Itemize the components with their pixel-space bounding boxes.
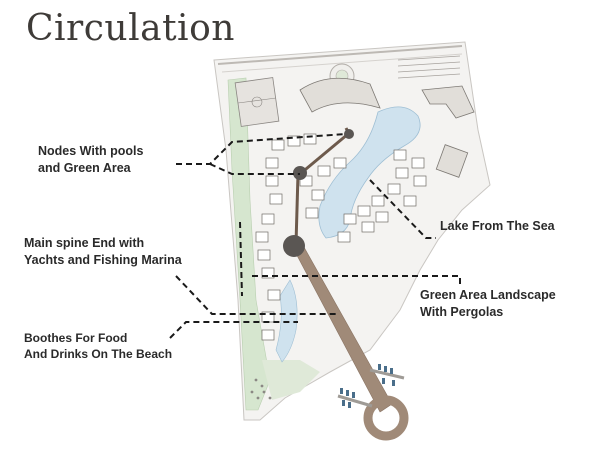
label-lake-line-1: Lake From The Sea [440, 219, 555, 233]
east-building [435, 144, 469, 178]
spine-branch-2 [299, 132, 349, 176]
green-patch-south [262, 360, 320, 400]
top-road [217, 45, 463, 65]
leader-spine [175, 275, 336, 315]
beach-booths [250, 378, 272, 400]
node-north [344, 129, 354, 139]
ne-building [421, 85, 475, 119]
pier-west [337, 394, 373, 408]
label-nodes-line-1: Nodes With pools [38, 144, 144, 158]
sports-field [234, 77, 280, 127]
leader-nodes-a [176, 133, 347, 165]
label-green: Green Area Landscape With Pergolas [420, 287, 556, 321]
top-road-inner [221, 53, 463, 73]
node-spine-end [283, 235, 305, 257]
label-booths-line-2: And Drinks On The Beach [24, 347, 173, 361]
leader-lines [169, 133, 461, 339]
marina-ring [363, 395, 409, 441]
leader-nodes-b [209, 163, 300, 175]
entrance-building [299, 77, 381, 113]
leader-green [252, 275, 461, 286]
leader-booths [169, 321, 298, 339]
label-lake: Lake From The Sea [440, 218, 555, 235]
spine-branch-1 [294, 173, 300, 245]
label-green-line-2: With Pergolas [420, 305, 504, 319]
villas-east [337, 149, 427, 243]
boats [340, 364, 395, 408]
label-green-line-1: Green Area Landscape [420, 288, 556, 302]
leader-lake [369, 179, 436, 239]
label-nodes-line-2: and Green Area [38, 161, 131, 175]
marina [337, 364, 409, 441]
green-strip [227, 77, 271, 411]
villas-west [255, 133, 347, 341]
label-spine-line-1: Main spine End with [24, 236, 145, 250]
page-title: Circulation [26, 8, 235, 49]
label-spine-line-2: Yachts and Fishing Marina [24, 253, 182, 267]
label-booths: Boothes For Food And Drinks On The Beach [24, 330, 172, 362]
pier-east [369, 368, 405, 380]
label-nodes: Nodes With pools and Green Area [38, 143, 143, 177]
leader-spine-b [239, 221, 243, 297]
label-spine: Main spine End with Yachts and Fishing M… [24, 235, 182, 269]
parking [397, 55, 461, 79]
label-booths-line-1: Boothes For Food [24, 331, 128, 345]
